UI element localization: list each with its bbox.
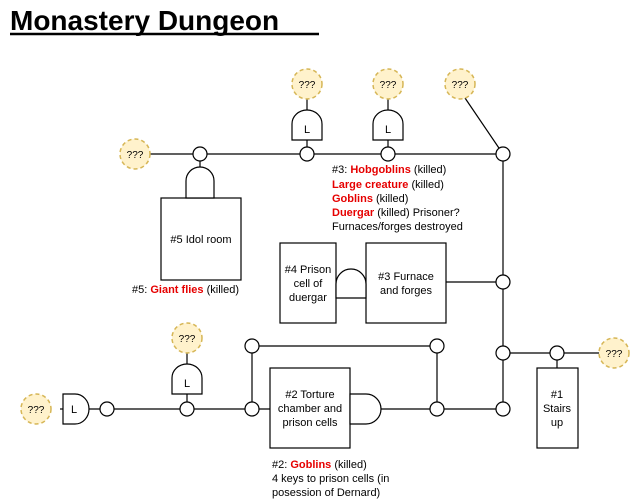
unknown-node-left-top: ??? (119, 138, 151, 170)
junction-node (495, 345, 511, 361)
unknown-label: ??? (452, 80, 469, 91)
unknown-label: ??? (380, 80, 397, 91)
unknown-node-right: ??? (598, 337, 630, 369)
room-label-line: and forges (380, 285, 432, 297)
door-arch (335, 268, 367, 299)
unknown-node-left-bottom: ??? (20, 393, 52, 425)
room-label-line: cell of (294, 278, 324, 290)
junction-node (99, 401, 115, 417)
junction-node (244, 401, 260, 417)
note-room5: #5: Giant flies (killed) (132, 284, 239, 296)
note-line: posession of Dernard) (272, 487, 380, 499)
room-furnace: #3 Furnace and forges (365, 242, 447, 324)
note-room3: #3: Hobgoblins (killed) Large creature (… (332, 164, 463, 233)
room-label-line: #4 Prison (285, 264, 331, 276)
note-room2: #2: Goblins (killed) 4 keys to prison ce… (272, 459, 389, 499)
junction-node (299, 146, 315, 162)
unknown-label: ??? (127, 150, 144, 161)
room-label-line: up (551, 417, 563, 429)
room-torture: #2 Torture chamber and prison cells (269, 367, 382, 449)
unknown-node-top-1: ??? (291, 68, 323, 100)
junction-node (549, 345, 565, 361)
room-prison-duergar: #4 Prison cell of duergar (279, 242, 337, 324)
junction-node (495, 401, 511, 417)
junction-node (429, 338, 445, 354)
room-label-line: #3 Furnace (378, 271, 434, 283)
note-line: Furnaces/forges destroyed (332, 221, 463, 233)
door-arch (185, 166, 215, 199)
note-line: Duergar (killed) Prisoner? (332, 207, 460, 219)
note-line: #5: Giant flies (killed) (132, 284, 239, 296)
room-label-line: duergar (289, 292, 327, 304)
room-label-line: chamber and (278, 403, 342, 415)
room-label: #5 Idol room (170, 234, 231, 246)
unknown-label: ??? (179, 334, 196, 345)
note-line: Goblins (killed) (332, 193, 408, 205)
unknown-node-top-2: ??? (372, 68, 404, 100)
room-label-line: #2 Torture (285, 389, 334, 401)
lock-label: L (71, 404, 77, 416)
room-idol: #5 Idol room (160, 166, 242, 281)
lock-door-bottom-left: L (62, 393, 90, 425)
note-line: Large creature (killed) (332, 179, 444, 191)
junction-node (429, 401, 445, 417)
lock-door-bottom-mid: L (171, 363, 203, 395)
unknown-label: ??? (299, 80, 316, 91)
lock-label: L (184, 378, 190, 390)
page-title: Monastery Dungeon (10, 5, 279, 36)
unknown-label: ??? (28, 405, 45, 416)
junction-node (179, 401, 195, 417)
junction-node (380, 146, 396, 162)
room-label-line: Stairs (543, 403, 572, 415)
note-line: #2: Goblins (killed) (272, 459, 367, 471)
lock-door-top-1: L (291, 109, 323, 141)
junction-node (192, 146, 208, 162)
unknown-nodes: ??? ??? ??? ??? ??? ??? ??? (20, 68, 630, 425)
junction-node (495, 274, 511, 290)
room-stairs: #1 Stairs up (536, 367, 579, 449)
junctions (99, 146, 565, 417)
unknown-node-top-3: ??? (444, 68, 476, 100)
room-label-line: prison cells (282, 417, 338, 429)
note-line: 4 keys to prison cells (in (272, 473, 389, 485)
lock-label: L (385, 124, 391, 136)
door-arch (349, 393, 382, 425)
junction-node (495, 146, 511, 162)
lock-label: L (304, 124, 310, 136)
lock-door-top-2: L (372, 109, 404, 141)
junction-node (244, 338, 260, 354)
unknown-label: ??? (606, 349, 623, 360)
unknown-node-mid: ??? (171, 322, 203, 354)
room-label-line: #1 (551, 389, 563, 401)
note-line: #3: Hobgoblins (killed) (332, 164, 446, 176)
